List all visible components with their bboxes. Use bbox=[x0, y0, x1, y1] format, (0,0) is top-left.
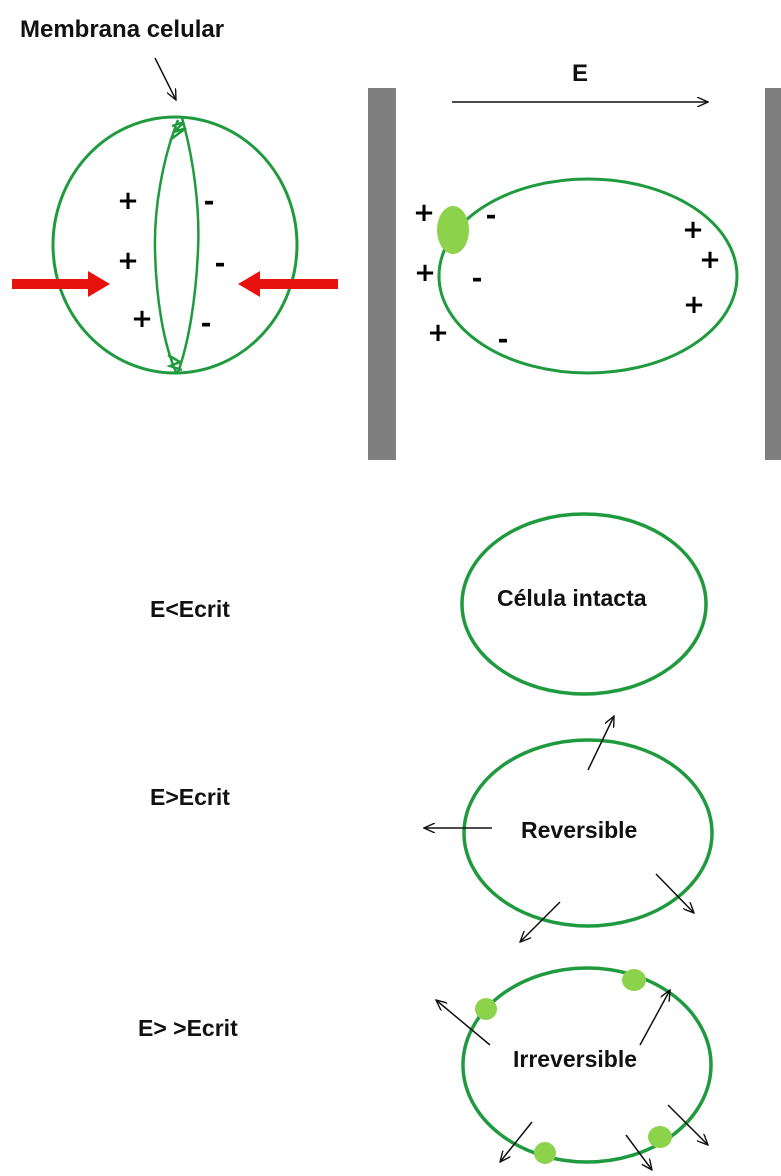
intact-label: Célula intacta bbox=[497, 585, 647, 611]
plus-charge: + bbox=[413, 198, 435, 228]
field-label: E bbox=[572, 60, 589, 87]
plus-charge: + bbox=[427, 318, 449, 348]
condition-mid-label: E>Ecrit bbox=[150, 784, 230, 810]
electrode-left bbox=[368, 88, 396, 460]
intact-cell-outline bbox=[460, 512, 708, 696]
irreversible-cell-outline bbox=[461, 966, 713, 1164]
irreversible-pores bbox=[475, 969, 672, 1164]
plus-charge: + bbox=[683, 290, 705, 320]
compressed-cell-outline bbox=[51, 115, 299, 375]
reversible-label: Reversible bbox=[521, 817, 638, 843]
minus-charge: - bbox=[203, 187, 215, 217]
reversible-cell-outline bbox=[462, 738, 714, 928]
compression-arrow-left bbox=[12, 271, 110, 297]
plus-charge: + bbox=[117, 246, 139, 276]
electrode-right bbox=[765, 88, 781, 460]
plus-charge: + bbox=[131, 304, 153, 334]
plus-charge: + bbox=[699, 245, 721, 275]
condition-high-label: E> >Ecrit bbox=[138, 1015, 238, 1041]
reversible-expansion-arrows bbox=[424, 716, 694, 942]
minus-charge: - bbox=[485, 201, 497, 231]
plus-charge: + bbox=[117, 186, 139, 216]
condition-low-label: E<Ecrit bbox=[150, 596, 230, 622]
folded-membrane bbox=[153, 117, 200, 373]
compression-arrow-right bbox=[238, 271, 338, 297]
membrane-label: Membrana celular bbox=[20, 16, 225, 43]
minus-charge: - bbox=[200, 309, 212, 339]
minus-charge: - bbox=[497, 325, 509, 355]
polarized-cell-outline bbox=[437, 177, 739, 375]
membrane-pointer-arrow bbox=[154, 57, 176, 100]
irreversible-rupture-arrows bbox=[436, 990, 708, 1170]
plus-charge: + bbox=[414, 258, 436, 288]
irreversible-label: Irreversible bbox=[513, 1046, 638, 1072]
minus-charge: - bbox=[214, 249, 226, 279]
minus-charge: - bbox=[471, 264, 483, 294]
membrane-pore bbox=[437, 206, 469, 254]
plus-charge: + bbox=[682, 215, 704, 245]
